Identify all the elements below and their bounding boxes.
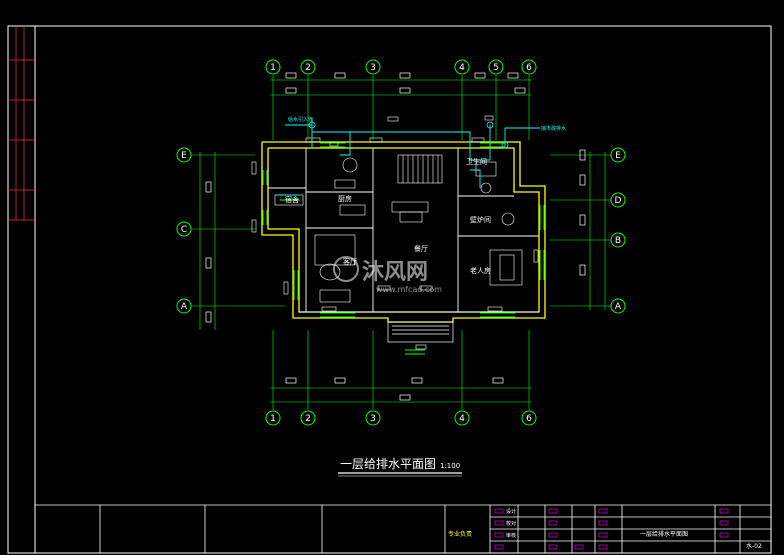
axis-label-left: C (181, 225, 187, 235)
title-block-project: 一层给排水平面图 (640, 530, 688, 538)
axis-label-bottom: 1 (270, 414, 276, 424)
axis-label-top: 5 (493, 63, 499, 73)
axis-bubbles (176, 59, 626, 426)
room-label-kitchen: 厨房 (338, 194, 352, 203)
axis-label-top: 2 (305, 63, 311, 73)
pipe-risers (308, 121, 509, 149)
title-block (35, 504, 771, 553)
watermark-url: www.mfcad.com (376, 285, 442, 294)
pipe-label-supply: 给水引入管 (288, 116, 313, 123)
axis-label-top: 3 (370, 63, 376, 73)
window-tags (251, 137, 539, 350)
windows (262, 142, 545, 355)
title-block-sheet-no: 水-02 (746, 542, 762, 550)
drawing-title: 一层给排水平面图 (340, 457, 436, 471)
water-pipes (275, 118, 540, 196)
exterior-walls (261, 141, 546, 323)
entrance-steps (387, 321, 454, 343)
axis-label-top: 4 (459, 63, 465, 73)
room-label-bath: 卫生间 (466, 157, 487, 166)
staircase (397, 154, 443, 184)
axis-label-bottom: 4 (459, 414, 465, 424)
axis-label-bottom: 2 (305, 414, 311, 424)
pipe-tags (329, 115, 494, 147)
axis-label-bottom: 3 (370, 414, 376, 424)
watermark-brand: 沐风网 (362, 260, 428, 285)
watermark-logo-icon (333, 256, 359, 282)
axis-label-left: E (181, 151, 187, 161)
title-block-marks (494, 508, 729, 550)
axis-label-top: 1 (270, 63, 276, 73)
drawing-scale: 1:100 (440, 462, 460, 470)
axis-label-right: E (615, 151, 621, 161)
drawing-frame (34, 25, 772, 554)
axis-label-right: A (615, 302, 622, 312)
axis-label-left: A (181, 302, 188, 312)
room-label-dorm: 宿舍 (285, 195, 299, 204)
axis-label-right: D (615, 196, 622, 206)
axis-label-top: 6 (526, 63, 532, 73)
room-label-living: 客厅 (343, 257, 357, 266)
axis-grid-lines (192, 75, 612, 410)
axis-label-right: B (615, 236, 621, 246)
dimension-marks (205, 72, 586, 401)
room-label-dining: 餐厅 (414, 244, 428, 253)
room-label-fireplace: 壁炉间 (470, 215, 491, 224)
pipe-label-drain: 接市政排水 (541, 125, 566, 132)
title-block-row-label: 设计 (506, 508, 516, 515)
title-block-row-label: 审核 (506, 532, 516, 539)
watermark: 沐风网 www.mfcad.com (333, 256, 442, 294)
room-label-elder-room: 老人房 (470, 266, 491, 275)
interior-walls (268, 148, 539, 313)
axis-label-bottom: 6 (526, 414, 532, 424)
title-block-row-label: 校对 (506, 520, 516, 527)
binding-margin (8, 26, 35, 221)
title-block-stamp: 专业负责 (448, 530, 472, 538)
